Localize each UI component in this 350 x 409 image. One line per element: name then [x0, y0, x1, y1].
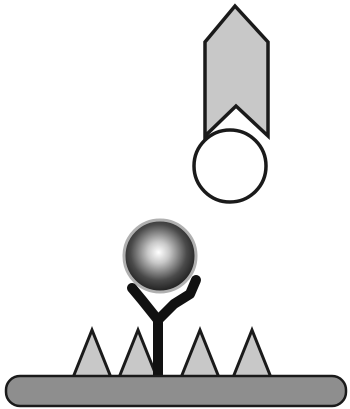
surface-spikes [72, 330, 272, 380]
probe-tip [205, 6, 268, 136]
surface-spike [72, 330, 112, 380]
surface-spike [180, 330, 220, 380]
surface-spike [232, 330, 272, 380]
substrate [6, 376, 346, 406]
surface-spike [118, 330, 158, 380]
detached-sphere [194, 130, 266, 202]
bound-particle [124, 220, 196, 292]
